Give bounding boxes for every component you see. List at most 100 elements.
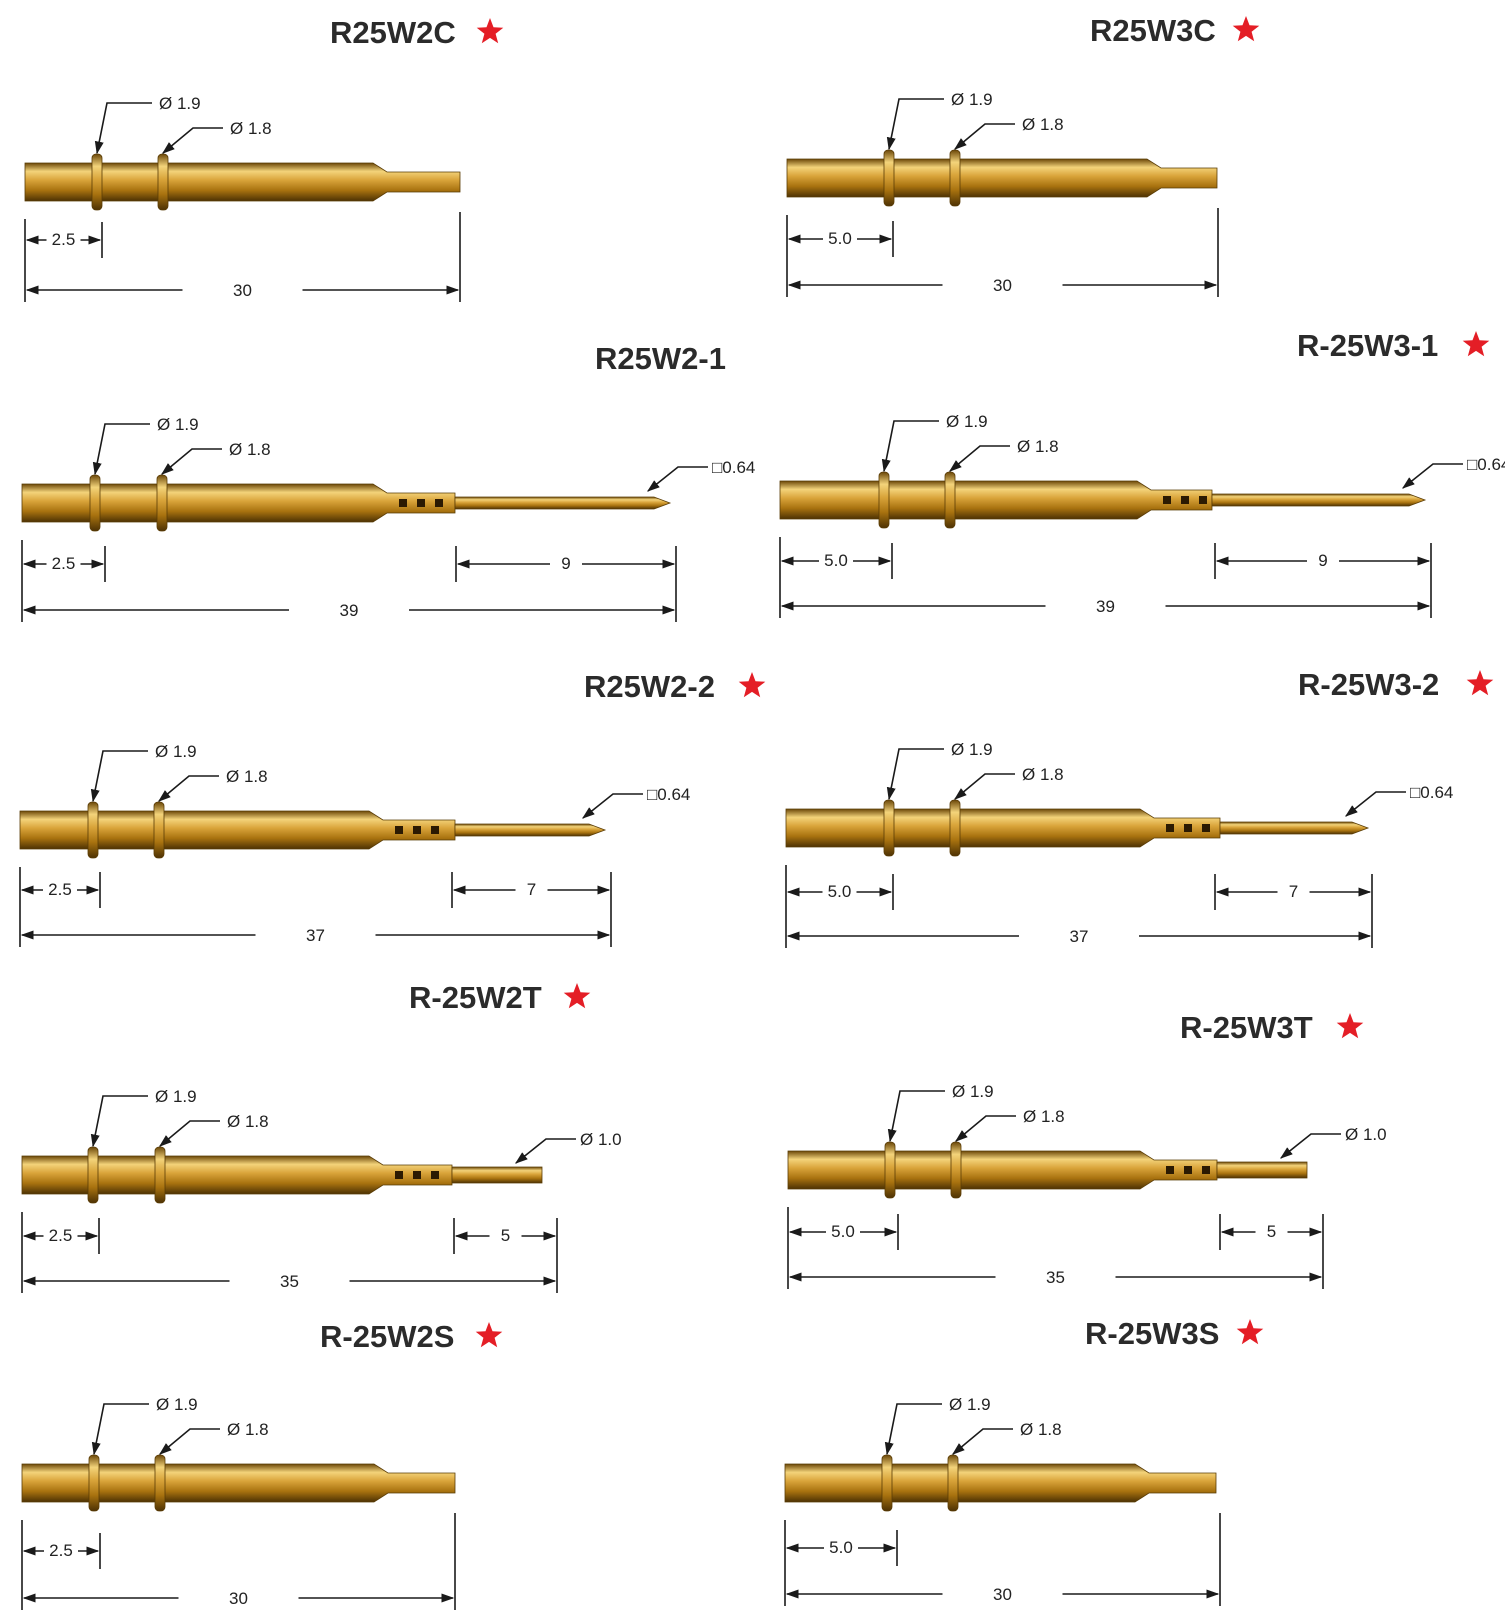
probe-title: R-25W3-1 — [1297, 328, 1438, 363]
label-d1: Ø 1.9 — [949, 1395, 991, 1414]
dim-left-label: 2.5 — [52, 554, 76, 573]
dim-total-label: 35 — [280, 1272, 299, 1291]
label-d2: Ø 1.8 — [1022, 115, 1064, 134]
star-icon — [563, 983, 591, 1009]
crimp-ring-2 — [157, 153, 169, 211]
plunger-dot — [395, 826, 403, 834]
crimp-ring-1 — [87, 1146, 99, 1204]
plunger-dot — [1166, 1166, 1174, 1174]
diameter-callouts: Ø 1.9Ø 1.8Ø 1.0 — [90, 1087, 622, 1164]
probe-body — [779, 471, 1427, 529]
star-icon — [1236, 1319, 1264, 1345]
dim-left-mask — [44, 1539, 78, 1561]
dimensions: 5.0 30 — [784, 1513, 1221, 1606]
crimp-ring-2 — [154, 1454, 166, 1512]
plunger-tip — [454, 823, 607, 837]
label-tip: □0.64 — [1467, 455, 1505, 474]
dim-total-label: 39 — [340, 601, 359, 620]
label-d2: Ø 1.8 — [227, 1112, 269, 1131]
label-tip: □0.64 — [712, 458, 755, 477]
crimp-ring-1 — [88, 1454, 100, 1512]
probe-barrel — [24, 162, 461, 202]
probe-title: R-25W3T — [1180, 1010, 1313, 1045]
probe-title: R-25W2T — [409, 980, 542, 1015]
probe-body — [24, 153, 461, 211]
probe-barrel — [779, 480, 1213, 520]
dim-total-label: 30 — [993, 1585, 1012, 1604]
plunger-tip — [1219, 821, 1370, 835]
dim-total-mask — [1019, 924, 1139, 948]
diameter-callouts: Ø 1.9Ø 1.8□0.64 — [881, 412, 1505, 489]
crimp-ring-1 — [91, 153, 103, 211]
leader-tip — [582, 793, 643, 819]
dim-total-mask — [995, 1265, 1116, 1289]
dim-total-mask — [942, 1582, 1063, 1606]
plunger-dot — [399, 499, 407, 507]
leader-d2 — [161, 448, 222, 475]
plunger-dot — [435, 499, 443, 507]
plunger-tip — [454, 496, 672, 510]
dim-right-mask — [1307, 549, 1339, 571]
label-d2: Ø 1.8 — [1022, 765, 1064, 784]
crimp-ring-1 — [883, 149, 895, 207]
crimp-ring-1 — [883, 799, 895, 857]
probe-body — [21, 474, 672, 532]
label-d1: Ø 1.9 — [155, 742, 197, 761]
dim-total-mask — [255, 923, 376, 947]
leader-tip — [1345, 791, 1406, 817]
dim-left-label: 2.5 — [49, 1226, 73, 1245]
leader-d1 — [884, 1403, 942, 1456]
crimp-ring-1 — [884, 1141, 896, 1199]
dim-right-label: 7 — [1289, 882, 1298, 901]
label-d2: Ø 1.8 — [1017, 437, 1059, 456]
probe-body — [21, 1454, 456, 1512]
probe-body — [787, 1141, 1308, 1199]
probe-title: R-25W3-2 — [1298, 667, 1439, 702]
plunger-dot — [1202, 824, 1210, 832]
label-tip: □0.64 — [1410, 783, 1453, 802]
dim-total-label: 39 — [1096, 597, 1115, 616]
label-tip: Ø 1.0 — [1345, 1125, 1387, 1144]
plunger-dot — [1184, 824, 1192, 832]
dim-total-label: 37 — [1070, 927, 1089, 946]
leader-tip — [515, 1138, 576, 1164]
dim-total-mask — [289, 598, 409, 622]
plunger-tip — [1211, 493, 1427, 507]
star-icon — [1232, 16, 1260, 42]
crimp-ring-1 — [89, 474, 101, 532]
diameter-callouts: Ø 1.9Ø 1.8 — [884, 1395, 1062, 1456]
probe-title: R25W2-2 — [584, 669, 715, 704]
probe-body — [784, 1454, 1217, 1512]
leader-d1 — [886, 98, 944, 151]
probe-barrel — [21, 1155, 453, 1195]
plunger-dot — [1163, 496, 1171, 504]
dim-left-label: 5.0 — [831, 1222, 855, 1241]
star-icon — [1336, 1013, 1364, 1039]
dim-left-label: 5.0 — [829, 1538, 853, 1557]
probe-barrel — [21, 483, 456, 523]
label-d2: Ø 1.8 — [1023, 1107, 1065, 1126]
dim-total-label: 37 — [306, 926, 325, 945]
leader-d2 — [952, 1428, 1013, 1455]
dim-left-label: 5.0 — [828, 229, 852, 248]
probe-barrel — [786, 158, 1218, 198]
dim-left-mask — [824, 1536, 858, 1558]
dim-left-mask — [823, 227, 857, 249]
probe-barrel — [785, 808, 1221, 848]
diameter-callouts: Ø 1.9Ø 1.8□0.64 — [92, 415, 755, 492]
dim-right-mask — [515, 878, 548, 900]
dim-right-mask — [1255, 1220, 1288, 1242]
probe-barrel — [19, 810, 456, 850]
dimensions: 2.530 — [24, 212, 461, 302]
leader-tip — [647, 466, 708, 492]
